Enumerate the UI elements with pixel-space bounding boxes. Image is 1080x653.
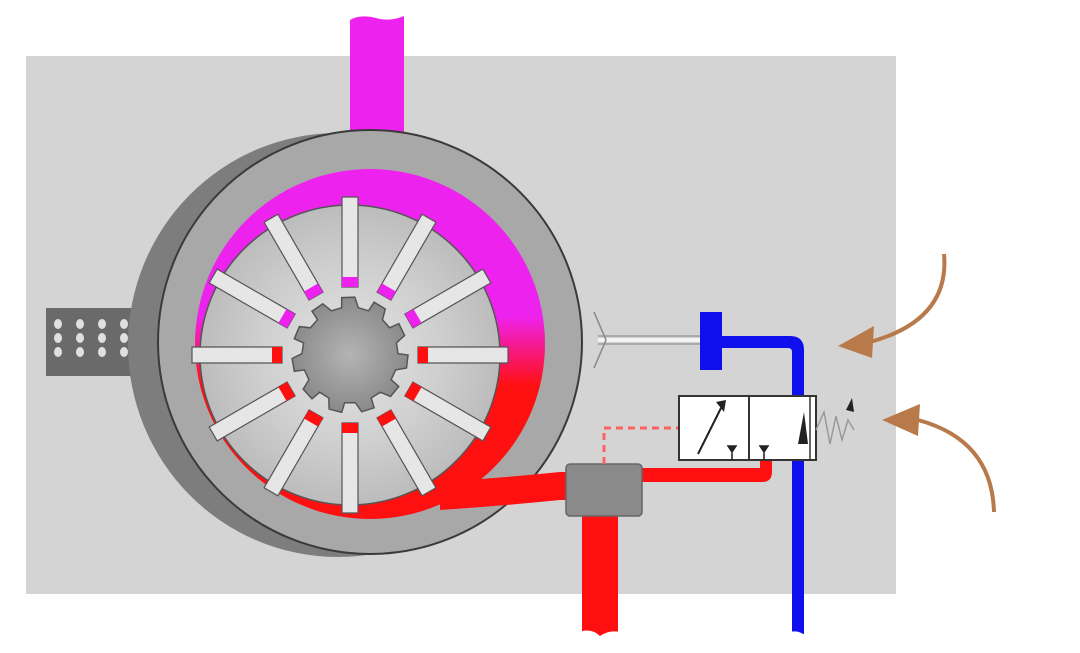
bracket-hole [54,333,62,343]
junction-block [565,463,643,517]
rotor-vane-icon [376,409,437,497]
directional-valve [678,395,855,461]
pilot-line [602,426,682,464]
rotor-vane-icon [404,381,492,442]
blocked-port-icon [758,445,770,460]
rotor-vane-icon [208,381,296,442]
arrowhead-icon [838,326,874,358]
bracket-hole [98,333,106,343]
rotor-vanes [191,196,509,514]
bracket-hole [76,347,84,357]
rotor-vane-icon [404,268,492,329]
pressure-line-to-valve [640,458,772,482]
curved-arrow-icon [869,253,947,344]
bracket-hole [98,347,106,357]
rotor-vane-icon [263,409,324,497]
curved-arrow-icon [917,418,996,513]
bracket-hole [76,319,84,329]
arrowhead-icon [882,404,920,436]
splined-shaft [291,296,409,414]
return-line [700,312,812,640]
bracket-hole [76,333,84,343]
rotor-vane-icon [376,213,437,301]
rotor-vane-icon [208,268,296,329]
bracket-hole [54,347,62,357]
rotor-vane-icon [341,196,359,288]
bracket-hole [120,319,128,329]
blocked-port-icon [726,445,738,460]
rotor-vane-icon [191,346,283,364]
bracket-hole [120,333,128,343]
return-spring-icon [815,409,855,445]
rotor-vane-icon [417,346,509,364]
rotor-vane-icon [263,213,324,301]
arrowhead-icon [716,400,726,412]
control-arrows [838,253,996,513]
rotor-vane-icon [341,422,359,514]
bracket-hole [120,347,128,357]
control-piston [593,311,708,369]
bracket-hole [54,319,62,329]
arrowhead-icon [798,412,808,444]
flow-arrow-icon [697,405,723,455]
bracket-hole [98,319,106,329]
pressure-outlet-pipe [440,472,626,640]
